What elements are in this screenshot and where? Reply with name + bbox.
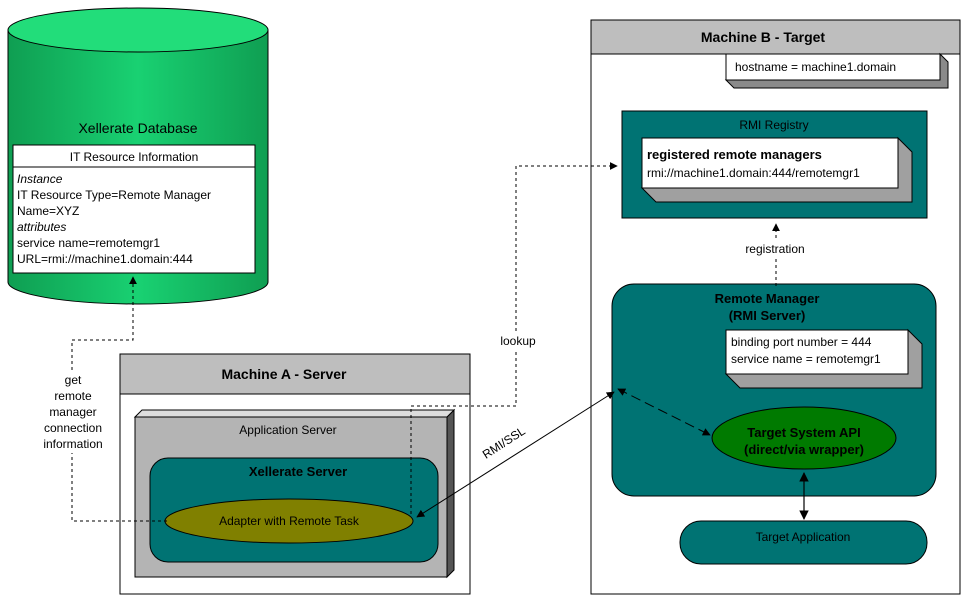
get-connection-info-arrow xyxy=(71,276,167,522)
hostname-label: hostname = machine1.domain xyxy=(735,60,896,74)
get-label-5: information xyxy=(43,437,102,451)
application-server-label: Application Server xyxy=(239,423,336,437)
xellerate-database: Xellerate Database IT Resource Informati… xyxy=(7,7,269,305)
hostname-box: hostname = machine1.domain xyxy=(724,52,949,89)
service-name-label: service name = remotemgr1 xyxy=(731,352,881,366)
get-label-4: connection xyxy=(44,421,102,435)
database-title: Xellerate Database xyxy=(78,120,197,136)
binding-port-label: binding port number = 444 xyxy=(731,335,872,349)
get-label-1: get xyxy=(65,373,82,387)
machine-a-title: Machine A - Server xyxy=(221,366,347,382)
db-line-service: service name=remotemgr1 xyxy=(17,236,160,250)
adapter-label: Adapter with Remote Task xyxy=(219,514,360,528)
target-application-label: Target Application xyxy=(756,530,851,544)
it-resource-table xyxy=(12,144,256,274)
get-label-2: remote xyxy=(54,389,92,403)
remote-manager-subtitle: (RMI Server) xyxy=(729,308,806,323)
machine-a-server: Machine A - Server Application Server Xe… xyxy=(119,353,471,595)
rmi-ssl-label: RMI/SSL xyxy=(480,424,528,462)
registered-managers-url: rmi://machine1.domain:444/remotemgr1 xyxy=(647,166,860,180)
db-line-attributes: attributes xyxy=(17,220,66,234)
target-application xyxy=(679,520,928,565)
remote-manager-title: Remote Manager xyxy=(715,291,820,306)
it-resource-header: IT Resource Information xyxy=(70,150,199,164)
registered-managers-title: registered remote managers xyxy=(647,147,822,162)
target-api-subtitle: (direct/via wrapper) xyxy=(744,442,864,457)
db-line-type: IT Resource Type=Remote Manager xyxy=(17,188,211,202)
lookup-label: lookup xyxy=(500,334,536,348)
machine-b-title: Machine B - Target xyxy=(701,29,826,45)
get-label-3: manager xyxy=(49,405,96,419)
db-line-name: Name=XYZ xyxy=(17,204,79,218)
rmi-registry-label: RMI Registry xyxy=(739,118,808,132)
db-line-instance: Instance xyxy=(17,172,63,186)
db-line-url: URL=rmi://machine1.domain:444 xyxy=(17,252,193,266)
binding-info-box: binding port number = 444 service name =… xyxy=(724,328,923,389)
machine-b-target: Machine B - Target hostname = machine1.d… xyxy=(590,19,961,595)
target-api-title: Target System API xyxy=(747,425,860,440)
registration-label: registration xyxy=(745,242,804,256)
manager-api-arrow xyxy=(617,388,711,436)
target-system-api xyxy=(711,406,897,470)
registered-managers-box: registered remote managers rmi://machine… xyxy=(640,136,913,203)
machine-a-header xyxy=(119,353,471,395)
rmi-ssl-arrow xyxy=(416,391,615,518)
xellerate-server-label: Xellerate Server xyxy=(249,464,347,479)
machine-b-header xyxy=(590,19,961,55)
